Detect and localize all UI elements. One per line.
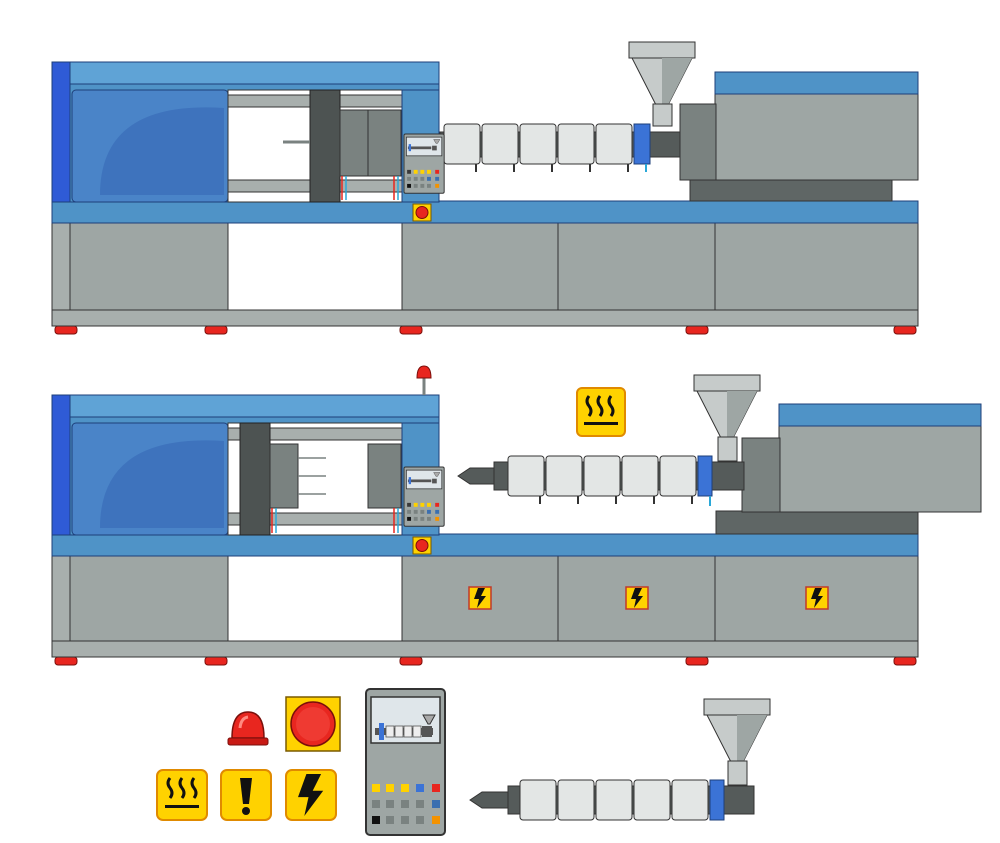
- high-voltage-icon: [468, 586, 492, 610]
- panel-buttons[interactable]: [372, 784, 440, 824]
- beacon-light-icon: [227, 711, 269, 746]
- drive-housing: [715, 403, 982, 535]
- emergency-stop-icon[interactable]: [412, 536, 432, 555]
- hot-surface-icon: [576, 387, 626, 437]
- barrel: [439, 123, 681, 172]
- injection-molding-machine-open: [51, 365, 982, 666]
- machine-feet: [54, 325, 917, 335]
- machine-base: [51, 221, 919, 327]
- hopper: [628, 41, 696, 127]
- barrel: [469, 779, 755, 821]
- panel-buttons: [407, 169, 440, 188]
- clamp-unit: [51, 61, 440, 203]
- barrel: [457, 455, 745, 506]
- high-voltage-icon: [285, 769, 337, 821]
- machine-bed-rail: [51, 200, 919, 224]
- injection-unit: [469, 698, 771, 821]
- exclamation-warning-icon: [220, 769, 272, 821]
- injection-molding-machine-closed: [51, 41, 919, 335]
- machine-base: [51, 554, 919, 658]
- machine-bed-rail: [51, 533, 919, 557]
- high-voltage-icon: [625, 586, 649, 610]
- emergency-stop-icon[interactable]: [412, 203, 432, 222]
- control-panel: [403, 466, 445, 527]
- control-panel[interactable]: [365, 688, 446, 836]
- parts-legend: [156, 688, 771, 836]
- hopper: [703, 698, 771, 786]
- clamp-unit: [51, 394, 440, 536]
- high-voltage-icon: [805, 586, 829, 610]
- drive-housing: [679, 71, 919, 202]
- emergency-stop-icon[interactable]: [285, 696, 341, 752]
- beacon-light-icon: [416, 365, 432, 395]
- machine-feet: [54, 656, 917, 666]
- hopper: [693, 374, 761, 462]
- control-panel: [403, 133, 445, 194]
- hot-surface-icon: [156, 769, 208, 821]
